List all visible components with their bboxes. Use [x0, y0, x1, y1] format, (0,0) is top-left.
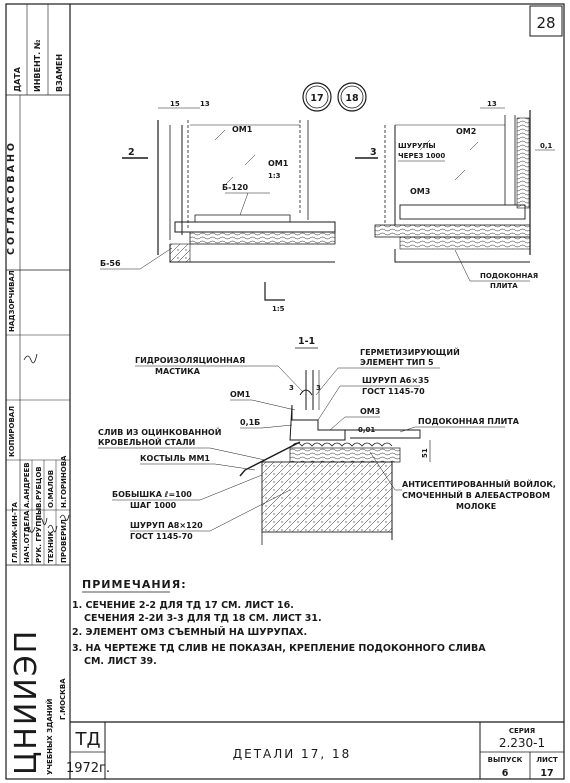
side-stamp: ДАТА ИНВЕНТ. № ВЗАМЕН СОГЛАСОВАНО НАДЗОР…: [6, 4, 70, 775]
title-main: ДЕТАЛИ 17, 18: [233, 747, 351, 761]
stamp-role-2: НАЧ.ОТДЕЛА: [23, 510, 31, 563]
sec11-screw-r: ШУРУП А6×35: [362, 376, 430, 385]
sec11-dim-3a: 3: [289, 384, 294, 392]
sec11-om1: ОМ1: [230, 390, 251, 399]
tr-label-screws: ШУРУПЫ: [398, 142, 436, 150]
issue-value: 6: [502, 768, 509, 779]
stamp-role-1: ГЛ.ИНЖ-ИН-ТА: [11, 501, 19, 563]
notes: ПРИМЕЧАНИЯ: 1. СЕЧЕНИЕ 2-2 ДЛЯ ТД 17 СМ.…: [72, 578, 486, 667]
note-3: 3. НА ЧЕРТЕЖЕ ТД СЛИВ НЕ ПОКАЗАН, КРЕПЛЕ…: [72, 643, 486, 654]
sec11-boss-step: ШАГ 1000: [130, 501, 177, 510]
sec11-crutch: КОСТЫЛЬ ММ1: [140, 454, 210, 463]
tl-label-b56: Б-56: [100, 259, 121, 268]
note-1b: СЕЧЕНИЯ 2-2И 3-3 ДЛЯ ТД 18 СМ. ЛИСТ 31.: [84, 613, 322, 624]
tl-scale: 1:5: [272, 305, 285, 313]
sheet-label: ЛИСТ: [536, 756, 558, 764]
stamp-org: ЦНИИЭП: [9, 629, 44, 775]
signatures: [24, 514, 70, 533]
sec11-felt-2: СМОЧЕННЫЙ В АЛЕБАСТРОВОМ: [402, 489, 550, 500]
detail-top-left: 2 15 13 ОМ1 ОМ1 1:3 Б-120 Б-56 1:5: [100, 100, 336, 313]
stamp-name-2: В.РУБЦОВ: [35, 466, 43, 508]
stamp-role-5: ПРОВЕРИЛ: [60, 519, 68, 563]
stamp-name-4: Н.ГОРИНОВА: [60, 455, 68, 508]
detail-top-right: 3 13 ОМ2 ШУРУПЫ ЧЕРЕЗ 1000 ОМ3 0,1 ПОДОК…: [355, 100, 555, 290]
tl-label-scale: 1:3: [268, 172, 281, 180]
signature-nadzor: [23, 353, 38, 364]
title-block: ТД 1972г. ДЕТАЛИ 17, 18 СЕРИЯ 2.230-1 ВЫ…: [66, 721, 564, 779]
tr-label-plate: ПЛИТА: [490, 282, 518, 290]
sec11-mastic-2: МАСТИКА: [155, 367, 201, 376]
sec11-drain-2: КРОВЕЛЬНОЙ СТАЛИ: [98, 436, 195, 447]
circle-17: 17: [310, 93, 323, 104]
sec11-drain-1: СЛИВ ИЗ ОЦИНКОВАННОЙ: [98, 426, 221, 437]
tl-dim-15: 15: [170, 100, 180, 108]
stamp-label-kopiroval: КОПИРОВАЛ: [8, 406, 16, 457]
sec11-01b: 0,1Б: [240, 418, 260, 427]
title-year: 1972г.: [66, 761, 110, 776]
outer-frame: [5, 3, 565, 780]
stamp-name-3: О.МАЛОВ: [47, 470, 55, 508]
sec11-mastic-1: ГИДРОИЗОЛЯЦИОННАЯ: [135, 356, 245, 365]
notes-title: ПРИМЕЧАНИЯ:: [82, 578, 187, 591]
section-3-right: 3: [370, 147, 377, 158]
title-code: ТД: [74, 729, 100, 750]
sec11-felt-3: МОЛОКЕ: [456, 502, 496, 511]
sec11-sill-plate: ПОДОКОННАЯ ПЛИТА: [418, 417, 520, 426]
tl-label-b120: Б-120: [222, 183, 249, 192]
tr-label-om3: ОМ3: [410, 187, 430, 196]
tr-label-sill: ПОДОКОННАЯ: [480, 272, 538, 280]
sec11-screw-r-gost: ГОСТ 1145-70: [362, 387, 425, 396]
sec11-seal-1: ГЕРМЕТИЗИРУЮЩИЙ: [360, 346, 460, 357]
tr-label-om2: ОМ2: [456, 127, 476, 136]
sheet-number: 28: [536, 14, 555, 32]
sec11-title: 1-1: [298, 336, 315, 347]
section-1-1: 1-1 3 3 51 ГИДРОИЗОЛЯЦИОННАЯ МАСТИКА ОМ1: [98, 336, 556, 545]
detail-circles: 17 18: [302, 82, 367, 112]
tr-label-01: 0,1: [540, 142, 553, 150]
stamp-city: Г.МОСКВА: [59, 678, 67, 720]
sec11-dim-51: 51: [421, 448, 429, 458]
sec11-seal-2: ЭЛЕМЕНТ ТИП 5: [360, 358, 434, 367]
stamp-col-inventory: ИНВЕНТ. №: [33, 39, 42, 92]
sheet-value: 17: [540, 768, 553, 779]
note-2: 2. ЭЛЕМЕНТ ОМ3 СЪЕМНЫЙ НА ШУРУПАХ.: [72, 626, 307, 638]
stamp-org-sub: УЧЕБНЫХ ЗДАНИЙ: [45, 699, 54, 775]
stamp-name-1: А.АНДРЕЕВ: [23, 462, 31, 508]
tl-label-om1b: ОМ1: [268, 159, 289, 168]
section-2-left: 2: [128, 147, 135, 158]
circle-18: 18: [345, 93, 359, 104]
sheet-number-box: [529, 5, 563, 37]
stamp-soglasovano: СОГЛАСОВАНО: [6, 140, 17, 255]
sec11-om3: ОМ3: [360, 407, 380, 416]
sec11-boss: БОБЫШКА ℓ=100: [112, 490, 192, 499]
sec11-dim-3b: 3: [316, 384, 321, 392]
stamp-col-replace: ВЗАМЕН: [55, 54, 64, 92]
tl-label-om1: ОМ1: [232, 125, 253, 134]
issue-label: ВЫПУСК: [488, 756, 523, 764]
stamp-col-date: ДАТА: [13, 66, 22, 92]
note-1: 1. СЕЧЕНИЕ 2-2 ДЛЯ ТД 17 СМ. ЛИСТ 16.: [72, 600, 294, 611]
sec11-screw-gost: ГОСТ 1145-70: [130, 532, 193, 541]
sec11-001: 0,01: [358, 426, 375, 434]
tr-label-step: ЧЕРЕЗ 1000: [398, 152, 445, 160]
series-label: СЕРИЯ: [509, 727, 535, 735]
sec11-felt-1: АНТИСЕПТИРОВАННЫЙ ВОЙЛОК,: [402, 478, 556, 489]
stamp-role-3: РУК. ГРУППЫ: [35, 508, 43, 563]
stamp-role-4: ТЕХНИК: [47, 530, 55, 563]
tr-dim-13: 13: [487, 100, 497, 108]
stamp-label-nadzor: НАДЗОРЧИВАЛ: [8, 270, 16, 332]
series-value: 2.230-1: [499, 736, 545, 750]
note-3b: СМ. ЛИСТ 39.: [84, 656, 157, 667]
tl-dim-13: 13: [200, 100, 210, 108]
sec11-screw: ШУРУП А8×120: [130, 521, 203, 530]
